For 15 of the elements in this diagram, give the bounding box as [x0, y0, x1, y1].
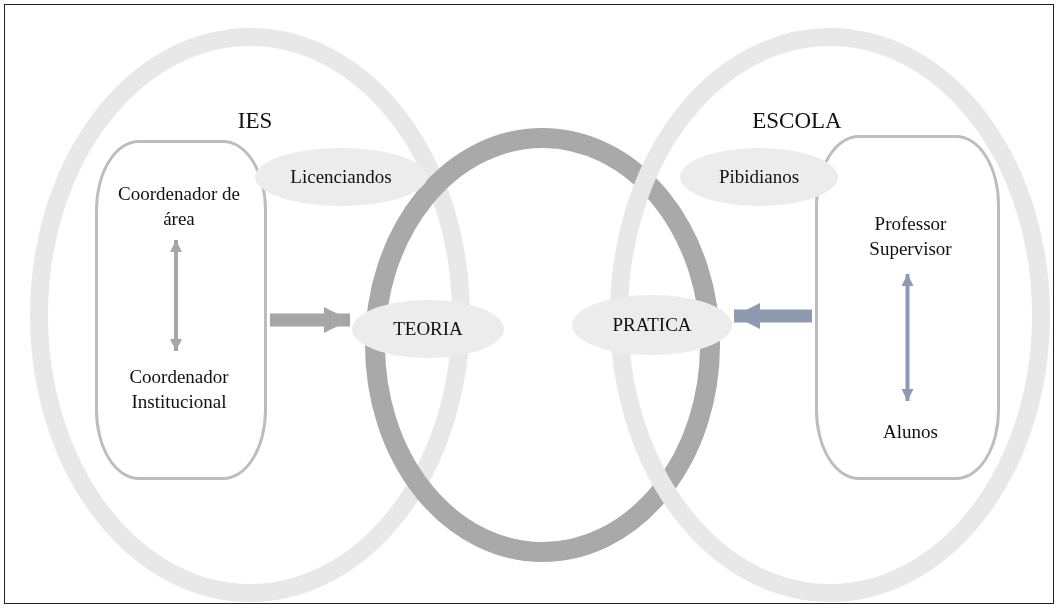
arrow — [170, 240, 182, 351]
group-heading: IES — [237, 108, 273, 134]
concept-ellipse: PRATICA — [572, 295, 732, 355]
block-arrow — [734, 303, 812, 329]
role-label: Coordenador de área — [111, 175, 247, 239]
group-heading: ESCOLA — [752, 108, 842, 134]
role-label: Coordenador Institucional — [111, 358, 247, 422]
role-label: Professor Supervisor — [838, 201, 983, 273]
concept-ellipse: Pibidianos — [680, 148, 838, 206]
concept-ellipse: TEORIA — [352, 300, 504, 358]
block-arrow — [270, 307, 350, 333]
rounded-panel — [815, 135, 1000, 480]
arrow — [901, 274, 914, 401]
concept-ellipse: Licenciandos — [255, 148, 427, 206]
role-label: Alunos — [823, 408, 998, 456]
